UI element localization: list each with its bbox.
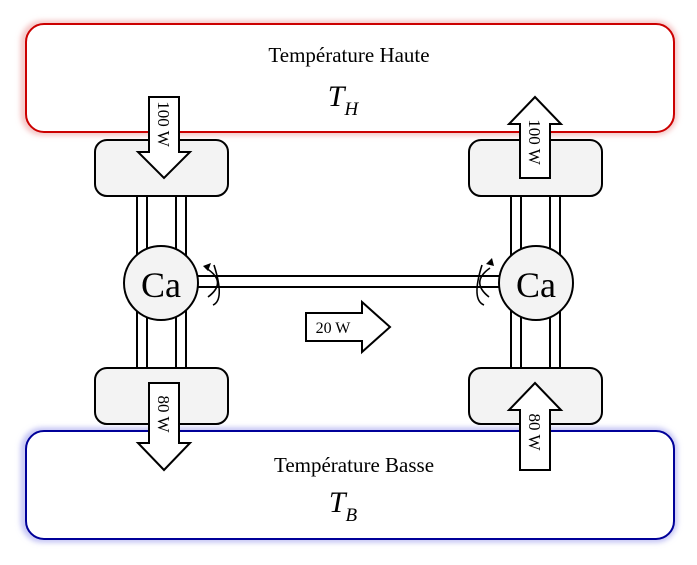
left-output-flow-label: 80 W (154, 396, 173, 434)
shaft-bar (196, 275, 502, 288)
right-rotation-arc (478, 267, 491, 298)
down-arrow-icon (135, 382, 193, 472)
hot-reservoir-label: Température Haute (268, 43, 429, 67)
down-arrow-icon (135, 96, 193, 180)
right-machine: Ca 100 W 80 W (468, 95, 603, 471)
right-machine-label: Ca (516, 265, 556, 305)
hot-reservoir-symbol: TH (328, 80, 360, 120)
up-arrow-icon (506, 95, 564, 179)
left-rotation-arc (205, 267, 219, 298)
left-machine-circle (123, 245, 199, 321)
left-machine: Ca 100 W 80 W (94, 96, 229, 472)
right-rotation-arc-2 (476, 264, 485, 306)
up-arrow-icon (506, 381, 564, 471)
hot-reservoir: Température Haute TH (21, 21, 677, 135)
right-rotation-arrow-icon (486, 258, 494, 266)
cold-reservoir-symbol: TB (329, 486, 358, 526)
right-input-arrow: 80 W (506, 381, 564, 471)
left-rotation-arc-2 (212, 264, 221, 306)
drive-shaft (196, 275, 502, 288)
cold-reservoir: Température Basse TB (21, 428, 677, 542)
right-arrow-icon (305, 299, 392, 355)
work-flow-label: 20 W (316, 320, 352, 337)
left-rotation-arrow-icon (203, 263, 211, 271)
left-input-flow-label: 100 W (154, 101, 173, 147)
work-arrow: 20 W (305, 299, 392, 355)
right-input-flow-label: 80 W (525, 414, 544, 452)
cold-reservoir-box (25, 430, 675, 540)
cold-reservoir-label: Température Basse (274, 453, 434, 477)
right-output-flow-label: 100 W (525, 119, 544, 165)
hot-reservoir-box (25, 23, 675, 133)
left-machine-label: Ca (141, 265, 181, 305)
left-output-arrow: 80 W (135, 382, 193, 472)
left-input-arrow: 100 W (135, 96, 193, 180)
right-machine-circle (498, 245, 574, 321)
right-output-arrow: 100 W (506, 95, 564, 179)
